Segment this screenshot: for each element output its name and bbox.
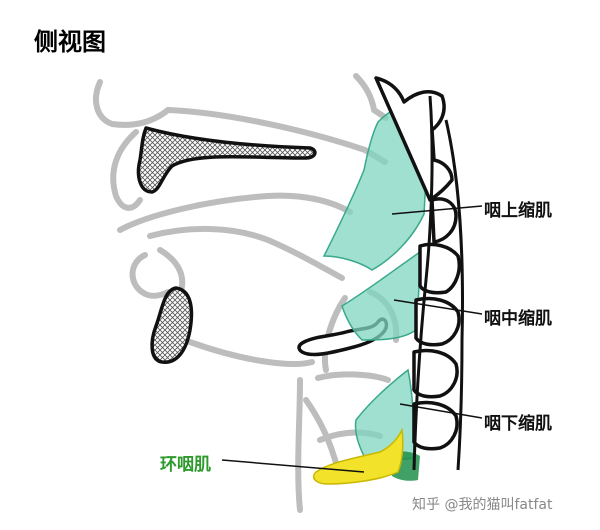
label-superior-constrictor: 咽上缩肌 <box>484 201 552 221</box>
watermark: 知乎 @我的猫叫fatfat <box>412 497 553 513</box>
cricopharyngeus-muscle <box>312 427 404 485</box>
hard-palate-shape <box>136 126 317 194</box>
spine-front-outline <box>412 95 434 471</box>
page-title: 侧视图 <box>34 28 106 56</box>
label-inferior-constrictor: 咽下缩肌 <box>484 414 552 434</box>
mandible-fragment-shape <box>150 286 194 364</box>
label-middle-constrictor: 咽中缩肌 <box>484 309 552 329</box>
label-cricopharyngeus: 环咽肌 <box>160 455 211 475</box>
leader-lines <box>221 205 483 473</box>
spine-back-outline <box>444 119 464 471</box>
inferior-constrictor-muscle <box>354 368 415 461</box>
